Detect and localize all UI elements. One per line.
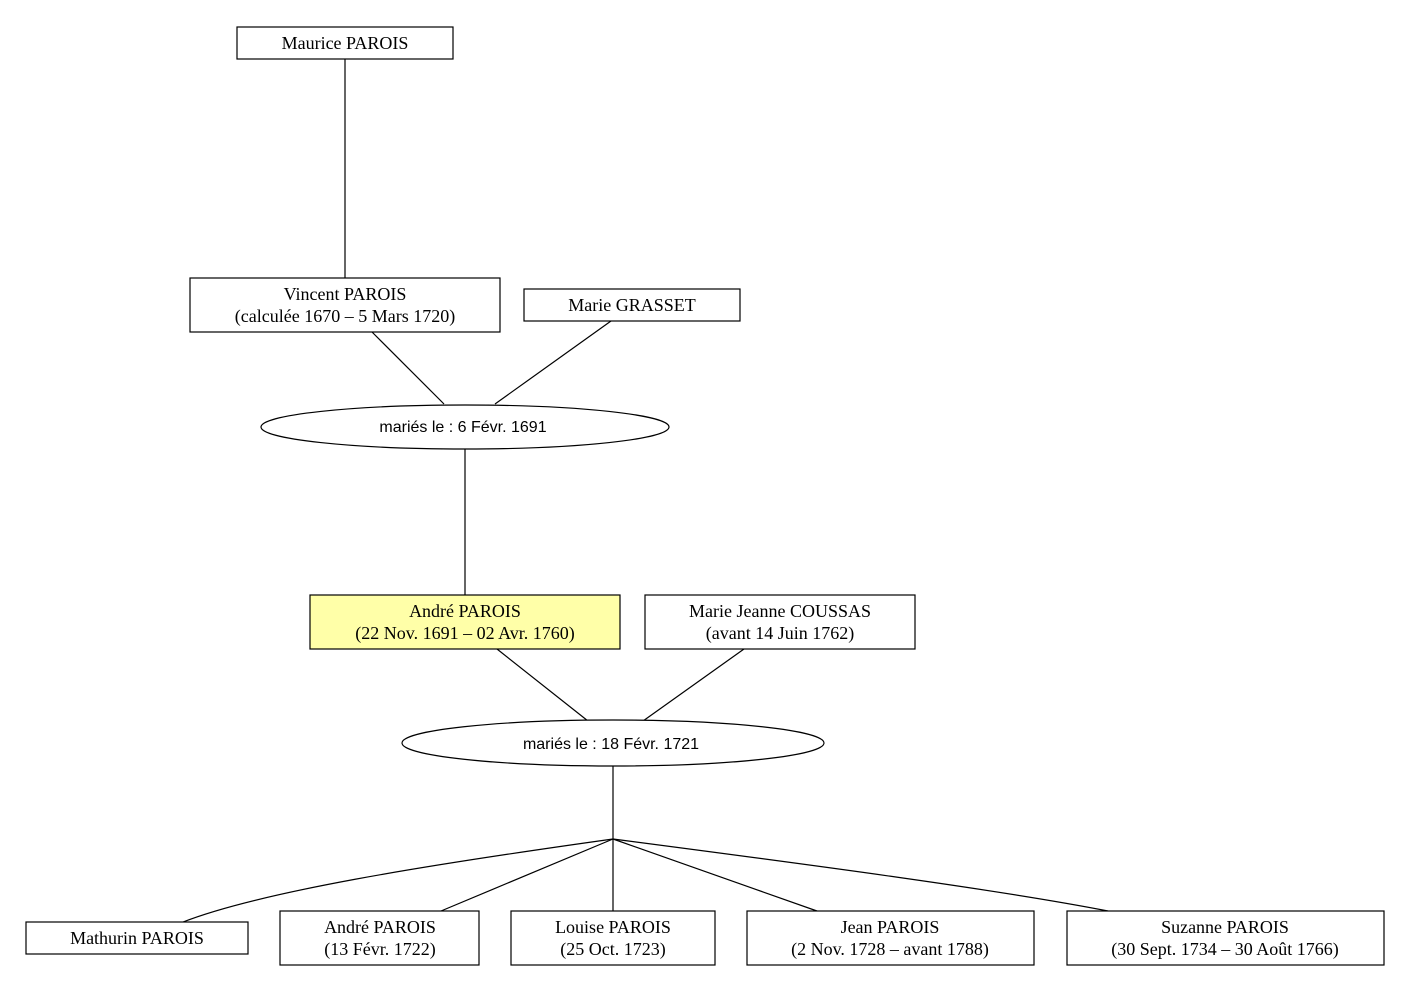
- person-dates: (avant 14 Juin 1762): [706, 623, 854, 644]
- person-dates: (25 Oct. 1723): [560, 939, 665, 960]
- person-louise-parois[interactable]: Louise PAROIS (25 Oct. 1723): [510, 910, 716, 966]
- person-name: Jean PAROIS: [841, 917, 940, 937]
- person-andre-parois-focus[interactable]: André PAROIS (22 Nov. 1691 – 02 Avr. 176…: [309, 594, 621, 650]
- person-dates: (2 Nov. 1728 – avant 1788): [791, 939, 989, 960]
- person-name: André PAROIS: [409, 601, 521, 621]
- person-name: André PAROIS: [324, 917, 436, 937]
- person-name: Marie Jeanne COUSSAS: [689, 601, 871, 621]
- person-andre-parois-junior[interactable]: André PAROIS (13 Févr. 1722): [279, 910, 480, 966]
- person-name: Marie GRASSET: [568, 295, 696, 315]
- person-mathurin-parois[interactable]: Mathurin PAROIS: [25, 921, 249, 955]
- person-suzanne-parois[interactable]: Suzanne PAROIS (30 Sept. 1734 – 30 Août …: [1066, 910, 1385, 966]
- edge-hub-mathurin: [182, 838, 614, 923]
- marriage-node-1721[interactable]: mariés le : 18 Févr. 1721: [401, 719, 825, 767]
- person-dates: (30 Sept. 1734 – 30 Août 1766): [1111, 939, 1339, 960]
- edge-hub-jean: [612, 838, 818, 912]
- person-name: Maurice PAROIS: [282, 33, 409, 53]
- person-dates: (13 Févr. 1722): [324, 939, 436, 960]
- person-vincent-parois[interactable]: Vincent PAROIS (calculée 1670 – 5 Mars 1…: [189, 277, 501, 333]
- person-marie-jeanne-coussas[interactable]: Marie Jeanne COUSSAS (avant 14 Juin 1762…: [644, 594, 916, 650]
- person-maurice-parois[interactable]: Maurice PAROIS: [236, 26, 454, 60]
- edge-andre-marriage2: [496, 648, 589, 722]
- marriage-label: mariés le : 6 Févr. 1691: [379, 419, 546, 436]
- person-marie-grasset[interactable]: Marie GRASSET: [523, 288, 741, 322]
- marriage-node-1691[interactable]: mariés le : 6 Févr. 1691: [260, 404, 670, 450]
- person-name: Suzanne PAROIS: [1161, 917, 1289, 937]
- person-name: Louise PAROIS: [555, 917, 671, 937]
- edge-hub-andre-jr: [440, 838, 614, 912]
- person-name: Vincent PAROIS: [284, 284, 407, 304]
- edge-vincent-marriage1: [371, 331, 445, 405]
- person-jean-parois[interactable]: Jean PAROIS (2 Nov. 1728 – avant 1788): [746, 910, 1035, 966]
- person-dates: (calculée 1670 – 5 Mars 1720): [235, 306, 455, 327]
- marriage-label: mariés le : 18 Févr. 1721: [523, 736, 699, 753]
- edge-grasset-marriage1: [494, 320, 612, 405]
- person-name: Mathurin PAROIS: [70, 928, 204, 948]
- edge-coussas-marriage2: [642, 648, 745, 722]
- person-dates: (22 Nov. 1691 – 02 Avr. 1760): [355, 623, 575, 644]
- edge-hub-suzanne: [612, 838, 1109, 912]
- connector-lines: [182, 59, 1109, 923]
